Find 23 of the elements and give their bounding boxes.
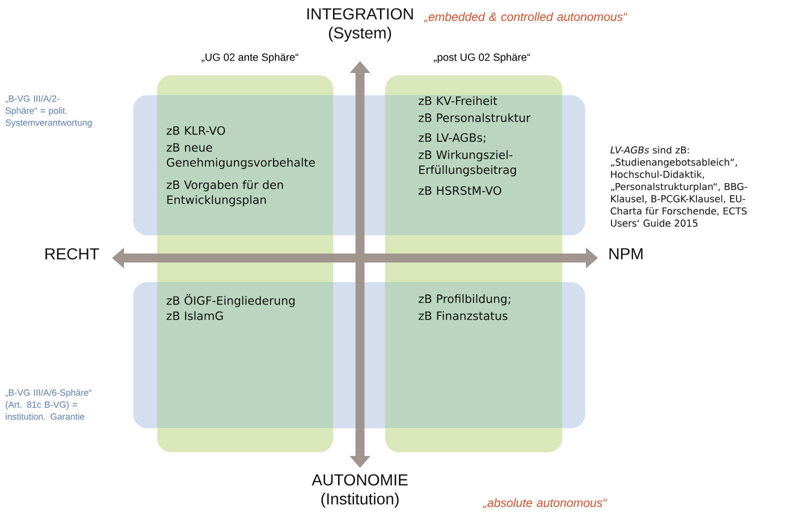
example-text: zB KLR-VO	[166, 126, 225, 135]
example-text: zB Profilbildung;	[418, 294, 510, 306]
example-text: zB LV-AGBs;	[418, 133, 486, 144]
example-text: zB HSRStM-VO	[418, 186, 502, 195]
example-text: zB IslamG	[166, 311, 223, 320]
example-text: zB KV-Freiheit	[418, 96, 498, 106]
note-text: LV-AGBs sind zB: „Studienangebotsableich“, Hochschul-Didaktik, „Personalstrukturplan“, BBG-Klausel, B-PCGK-Klausel, EU-Charta für Forschende, ECTS Users‘ Guide 2015	[610, 146, 748, 227]
example-text: zB Vorgaben für den Entwicklungsplan	[166, 180, 283, 206]
axis-note: „absolute autonomous“	[482, 498, 608, 508]
axis-label: RECHT	[46, 248, 99, 260]
axis-note: „embedded & controlled autonomous“	[424, 12, 628, 22]
sphere-heading: „UG 02 ante Sphäre“	[202, 53, 298, 63]
example-text: zB Finanzstatus	[418, 311, 508, 320]
sphere-caption: „B-VG III/A/6-Sphäre“ (Art. 81c B-VG) = institution. Garantie	[6, 389, 92, 420]
axis-label: AUTONOMIE (Institution)	[312, 474, 408, 508]
example-text: zB ÖIGF-Eingliederung	[166, 294, 295, 308]
axis-label: NPM	[610, 248, 642, 260]
axis-label: INTEGRATION (System)	[307, 8, 413, 42]
sphere-caption: „B-VG III/A/2-Sphäre“ = polit. Systemverantwortung	[6, 95, 92, 128]
example-text: zB neue Genehmigungsvorbehalte	[166, 143, 315, 169]
sphere-heading: „post UG 02 Sphäre“	[434, 53, 530, 63]
example-text: zB Wirkungsziel-Erfüllungsbeitrag	[418, 150, 516, 176]
example-text: zB Personalstruktur	[418, 113, 531, 122]
